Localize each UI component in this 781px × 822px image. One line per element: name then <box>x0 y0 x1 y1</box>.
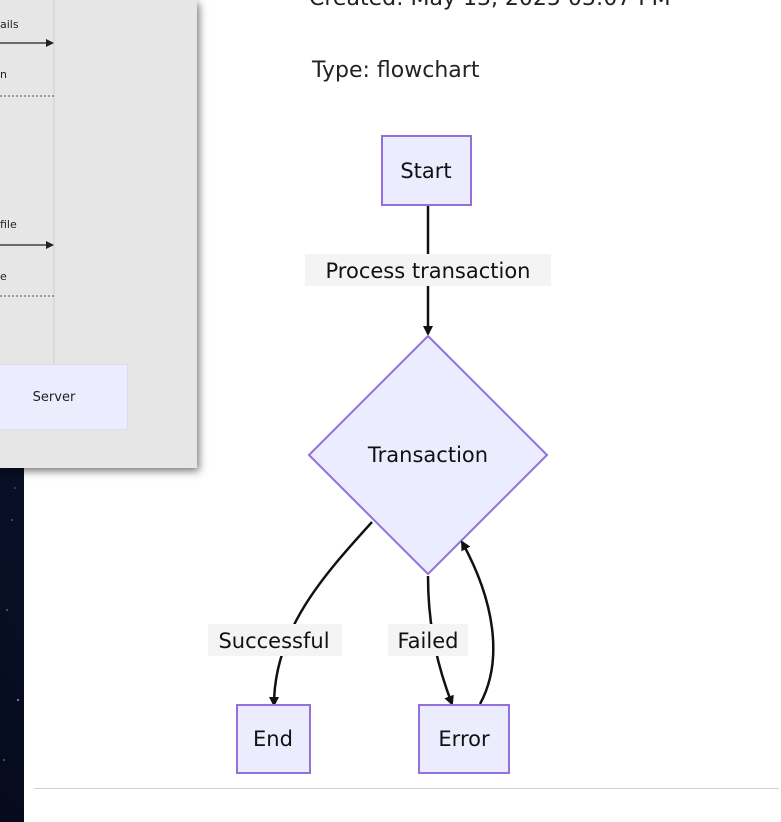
node-error-label: Error <box>438 727 490 751</box>
diagram-type-label: Type: flowchart <box>312 58 480 83</box>
edge-transaction-to-end <box>269 521 373 707</box>
node-end-label: End <box>253 727 293 751</box>
node-start[interactable] <box>381 135 472 206</box>
edge-label-bg-successful <box>208 624 342 656</box>
edge-label-bg-failed <box>388 624 468 656</box>
edge-label-successful: Successful <box>218 629 329 653</box>
edge-label-failed: Failed <box>398 629 459 653</box>
sequence-diagram-window[interactable]: ails n file e Server <box>0 0 197 468</box>
node-end[interactable] <box>236 704 311 774</box>
flowchart-diagram: Process transaction Start Transaction Su… <box>208 135 551 774</box>
bottom-divider <box>34 788 779 789</box>
message-label-3: file <box>0 218 17 231</box>
node-error[interactable] <box>418 704 510 774</box>
node-transaction-label: Transaction <box>367 443 488 467</box>
sequence-diagram <box>0 0 55 364</box>
participant-server-label: Server <box>32 389 76 405</box>
message-label-2: n <box>0 68 7 81</box>
node-transaction-decision[interactable] <box>307 334 549 576</box>
edge-error-to-transaction <box>460 540 495 705</box>
edge-label-bg-process <box>305 254 551 286</box>
created-timestamp: Created: May 13, 2025 03:07 PM <box>309 0 671 11</box>
node-start-label: Start <box>400 159 451 183</box>
message-label-1: ails <box>0 18 19 31</box>
participant-server-box[interactable]: Server <box>0 364 128 430</box>
message-label-4: e <box>0 270 7 283</box>
edge-label-process: Process transaction <box>326 259 531 283</box>
